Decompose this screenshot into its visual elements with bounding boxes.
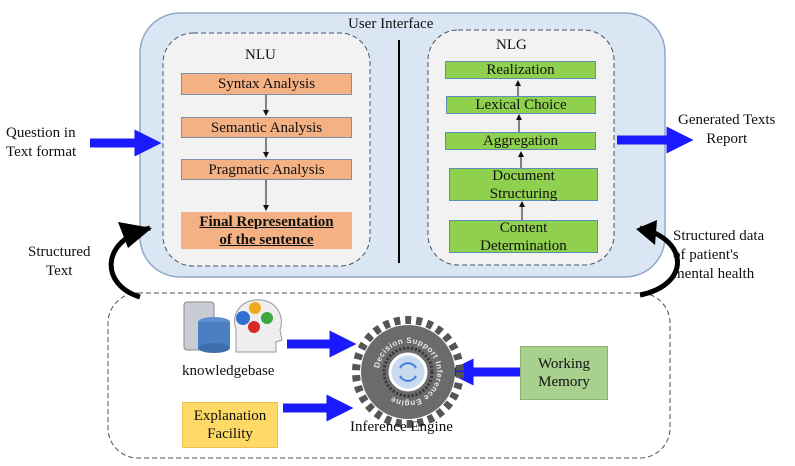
structured-data-label: Structured data of patient's mental health	[673, 227, 764, 284]
realization-box: Realization	[445, 61, 596, 79]
brain-gears-icon	[234, 299, 283, 353]
input-line-2: Text format	[6, 144, 77, 160]
content-determination-box: Content Determination	[449, 220, 598, 254]
left-link-line-1: Structured	[28, 244, 91, 260]
blue-arrows	[90, 126, 694, 422]
nlg-title: NLG	[496, 37, 527, 53]
right-link-line-2: of patient's	[673, 247, 739, 263]
syntax-analysis-box: Syntax Analysis	[181, 73, 352, 95]
knowledgebase-label: knowledgebase	[182, 363, 275, 379]
final-line-2: of the sentence	[219, 231, 314, 248]
inference-engine-gear-icon: Decision Support Inference Engine	[352, 316, 464, 428]
nlg-flow-arrows	[515, 80, 525, 220]
document-structuring-box: Document Structuring	[449, 168, 598, 202]
output-line-2: Report	[706, 131, 748, 147]
input-label: Question in Text format	[6, 124, 76, 162]
user-interface-title: User Interface	[348, 16, 434, 32]
left-link-line-2: Text	[46, 263, 73, 279]
input-line-1: Question in	[6, 125, 76, 141]
working-memory-box: Working Memory	[520, 346, 608, 400]
output-line-1: Generated Texts	[678, 112, 776, 128]
semantic-analysis-box: Semantic Analysis	[181, 117, 352, 138]
server-database-icon	[183, 301, 230, 353]
final-representation-box: Final Representation of the sentence	[181, 212, 352, 249]
aggregation-box: Aggregation	[445, 132, 596, 150]
right-link-line-1: Structured data	[673, 228, 765, 244]
lexical-choice-box: Lexical Choice	[446, 96, 596, 114]
inference-engine-label: Inference Engine	[350, 419, 453, 435]
pragmatic-analysis-box: Pragmatic Analysis	[181, 159, 352, 180]
explanation-facility-box: Explanation Facility	[182, 402, 278, 448]
final-line-1: Final Representation	[199, 213, 334, 230]
nlu-title: NLU	[245, 47, 276, 63]
right-link-line-3: mental health	[673, 266, 755, 282]
